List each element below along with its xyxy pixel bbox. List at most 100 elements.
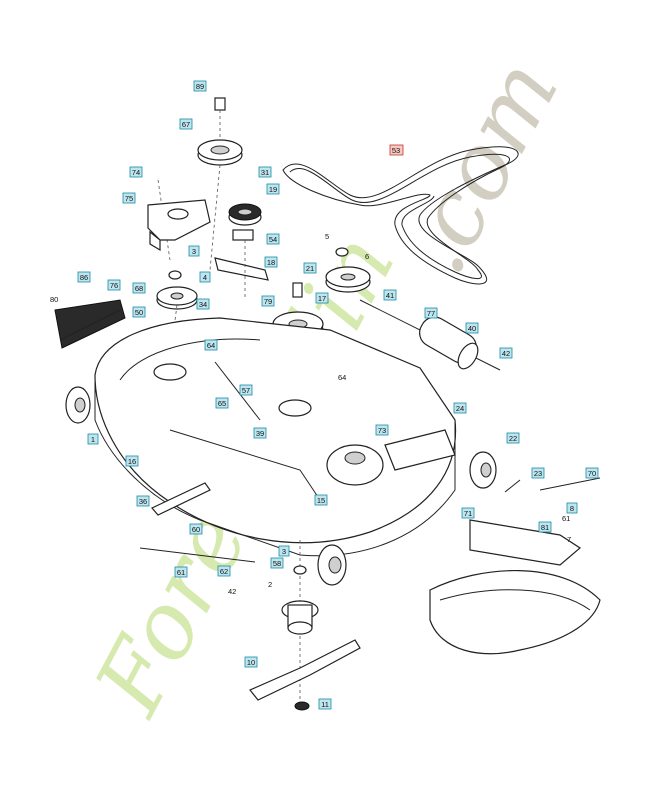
svg-text:23: 23 [534,469,542,478]
svg-text:54: 54 [269,235,277,244]
callout-62: 62 [217,565,231,577]
callout-81: 81 [538,521,552,533]
callout-86: 86 [77,271,91,283]
spindle-assembly-2 [281,540,319,700]
label-7: 7 [567,535,571,544]
svg-text:41: 41 [386,291,394,300]
svg-text:15: 15 [317,496,325,505]
svg-text:73: 73 [378,426,386,435]
svg-text:76: 76 [110,281,118,290]
svg-text:24: 24 [456,404,464,413]
idler-bracket-75 [147,179,211,261]
callout-73: 73 [375,424,389,436]
svg-text:42: 42 [228,587,236,596]
svg-text:3: 3 [282,547,286,556]
svg-text:74: 74 [132,168,140,177]
svg-text:39: 39 [256,429,264,438]
label-6: 6 [365,252,369,261]
label-5: 5 [325,232,329,241]
svg-text:3: 3 [192,247,196,256]
discharge-deflector-7 [429,519,601,655]
callout-79: 79 [261,295,275,307]
svg-text:64: 64 [338,373,346,382]
callout-34: 34 [196,298,210,310]
svg-text:71: 71 [464,509,472,518]
svg-text:42: 42 [502,349,510,358]
svg-text:60: 60 [192,525,200,534]
svg-text:75: 75 [125,194,133,203]
label-2: 2 [268,580,272,589]
pulley-4 [156,270,198,376]
callout-64a: 64 [204,339,218,351]
belt-53 [282,146,519,285]
front-wheel-right-22 [469,451,497,489]
callout-36: 36 [136,495,150,507]
anti-scalp-roller-40 [359,299,501,371]
callout-21: 21 [303,262,317,274]
callout-22: 22 [506,432,520,444]
svg-text:50: 50 [135,308,143,317]
svg-text:61: 61 [562,514,570,523]
callouts: 89 67 53 74 31 75 19 54 5 6 3 18 21 86 7… [50,80,599,710]
label-64b: 64 [338,373,346,382]
pulley-6 [325,247,371,293]
svg-text:57: 57 [242,386,250,395]
callout-53: 53 [389,144,404,156]
svg-text:70: 70 [588,469,596,478]
svg-text:81: 81 [541,523,549,532]
svg-text:1: 1 [91,435,95,444]
svg-text:4: 4 [203,273,207,282]
callout-67: 67 [179,118,193,130]
svg-text:2: 2 [268,580,272,589]
svg-text:7: 7 [567,535,571,544]
svg-text:64: 64 [207,341,215,350]
callout-89: 89 [193,80,207,92]
svg-text:89: 89 [196,82,204,91]
svg-text:58: 58 [273,559,281,568]
front-wheel-left [65,386,91,424]
svg-text:77: 77 [427,309,435,318]
svg-text:6: 6 [365,252,369,261]
svg-text:21: 21 [306,264,314,273]
svg-text:67: 67 [182,120,190,129]
bumper-plate-76 [54,299,126,349]
svg-text:61: 61 [177,568,185,577]
blade-10 [249,639,361,701]
callout-57: 57 [239,384,253,396]
callout-16: 16 [125,455,139,467]
callout-65: 65 [215,397,229,409]
callout-70: 70 [585,467,599,479]
callout-17: 17 [315,292,329,304]
label-42b: 42 [228,587,236,596]
callout-15: 15 [314,494,328,506]
svg-text:16: 16 [128,457,136,466]
svg-text:68: 68 [135,284,143,293]
callout-3b: 3 [278,545,290,557]
callout-11: 11 [318,698,332,710]
svg-text:8: 8 [570,504,574,513]
svg-text:86: 86 [80,273,88,282]
linkage-rods [139,361,601,563]
svg-text:62: 62 [220,567,228,576]
callout-1: 1 [87,433,99,445]
callout-60: 60 [189,523,203,535]
svg-text:31: 31 [261,168,269,177]
svg-text:10: 10 [247,658,255,667]
svg-text:17: 17 [318,294,326,303]
callout-23: 23 [531,467,545,479]
callout-61b: 61 [174,566,188,578]
svg-text:11: 11 [321,700,329,709]
callout-74: 74 [129,166,143,178]
callout-10: 10 [244,656,258,668]
rear-wheel-7 [317,544,347,586]
callout-42a: 42 [499,347,513,359]
callout-68: 68 [132,282,146,294]
callout-4: 4 [199,271,211,283]
callout-54: 54 [266,233,280,245]
mower-deck-1 [94,317,457,557]
svg-text:53: 53 [392,146,400,155]
svg-text:36: 36 [139,497,147,506]
svg-text:80: 80 [50,295,58,304]
callout-75: 75 [122,192,136,204]
